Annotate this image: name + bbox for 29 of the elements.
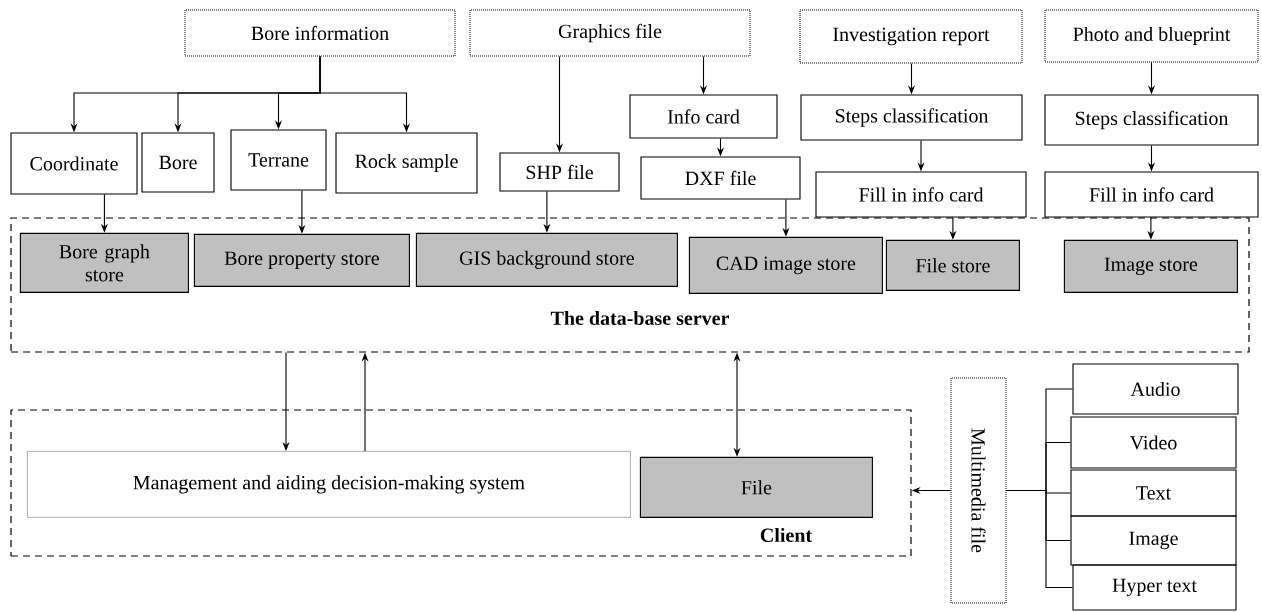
store-box: CAD image store	[688, 236, 883, 294]
store-box: Bore graph store	[19, 232, 189, 293]
file-box: File	[639, 456, 873, 518]
source-box: Bore information	[184, 9, 456, 57]
process-box: Info card	[629, 94, 778, 139]
process-box: SHP file	[499, 152, 620, 192]
process-box: DXF file	[640, 156, 801, 200]
source-box: Graphics file	[469, 9, 751, 57]
media-box: Image	[1070, 515, 1237, 566]
system-box: Management and aiding decision-making system	[27, 451, 631, 518]
process-box: Coordinate	[10, 132, 138, 195]
media-box: Text	[1070, 469, 1237, 517]
source-box: Photo and blueprint	[1044, 9, 1259, 63]
store-box: GIS background store	[415, 232, 678, 287]
store-box: Bore property store	[193, 233, 410, 287]
process-box: Steps classification	[1044, 94, 1259, 146]
media-box: Audio	[1072, 363, 1239, 415]
media-box: Video	[1070, 416, 1237, 469]
process-box: Fill in info card	[1044, 171, 1259, 218]
media-box: Hyper text	[1072, 564, 1237, 611]
store-box: Image store	[1063, 239, 1238, 293]
process-box: Steps classification	[800, 94, 1023, 141]
process-box: Bore	[141, 132, 215, 193]
source-box: Investigation report	[799, 9, 1023, 64]
process-box: Terrane	[230, 129, 327, 191]
process-box: Fill in info card	[815, 171, 1027, 218]
store-box: File store	[885, 239, 1020, 291]
source-box: Multimedia file	[950, 377, 1007, 604]
process-box: Rock sample	[335, 132, 478, 194]
